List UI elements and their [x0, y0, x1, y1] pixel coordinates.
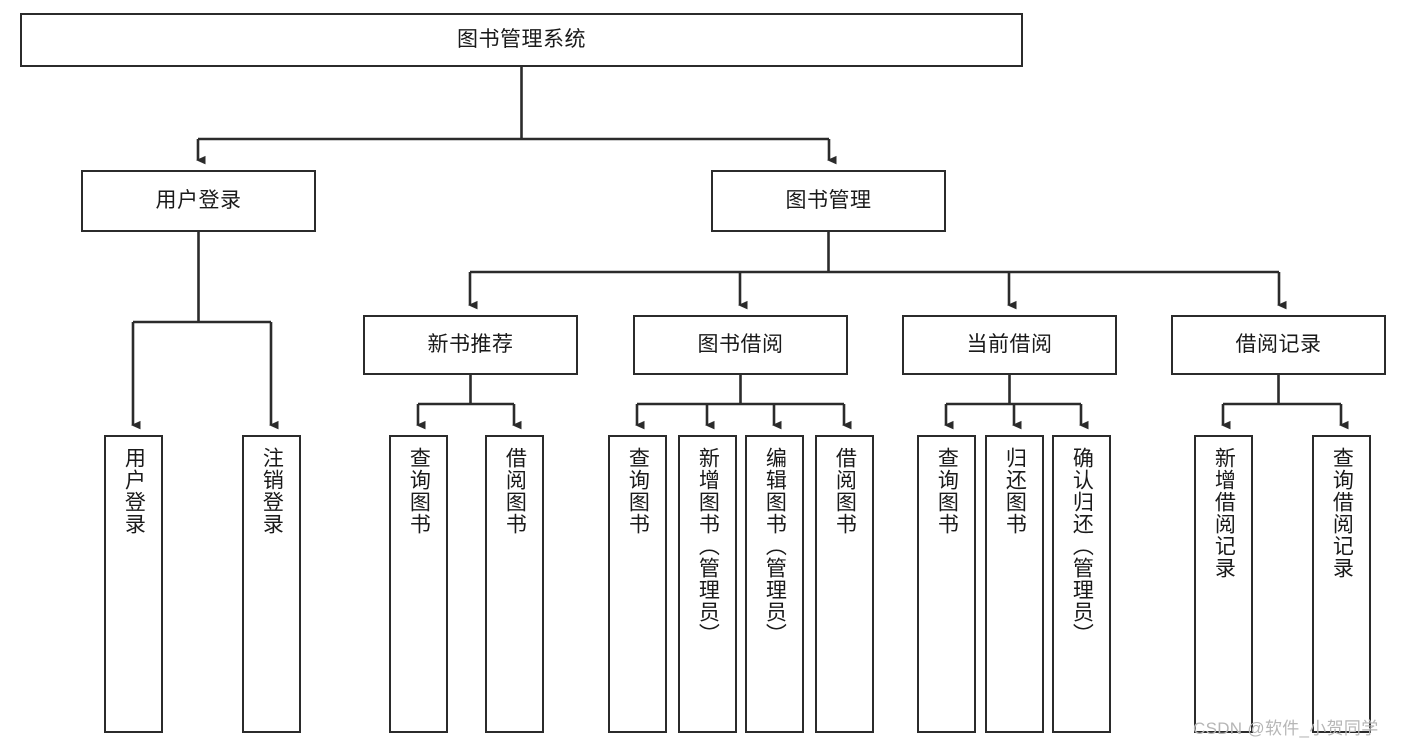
leaf-label: 新增图书（管理员）	[696, 447, 720, 645]
node-borrow-record[interactable]: 借阅记录	[1171, 315, 1386, 375]
leaf-label: 借阅图书	[833, 447, 857, 535]
leaf-current-return-book[interactable]: 归还图书	[985, 435, 1044, 733]
leaf-label: 借阅图书	[503, 447, 527, 535]
leaf-borrow-add-book-admin[interactable]: 新增图书（管理员）	[678, 435, 737, 733]
leaf-recommend-query-book[interactable]: 查询图书	[389, 435, 448, 733]
node-user-login[interactable]: 用户登录	[81, 170, 316, 232]
node-label: 用户登录	[155, 189, 242, 213]
node-label: 新书推荐	[427, 333, 514, 357]
node-label: 借阅记录	[1235, 333, 1322, 357]
leaf-label: 查询图书	[626, 447, 650, 535]
leaf-label: 编辑图书（管理员）	[763, 447, 787, 645]
node-label: 图书借阅	[697, 333, 784, 357]
node-label: 当前借阅	[966, 333, 1053, 357]
leaf-recommend-borrow-book[interactable]: 借阅图书	[485, 435, 544, 733]
node-book-borrow[interactable]: 图书借阅	[633, 315, 848, 375]
node-label: 图书管理	[785, 189, 872, 213]
leaf-label: 新增借阅记录	[1212, 447, 1236, 579]
leaf-label: 用户登录	[122, 447, 146, 535]
node-new-book-recommend[interactable]: 新书推荐	[363, 315, 578, 375]
leaf-current-confirm-return-admin[interactable]: 确认归还（管理员）	[1052, 435, 1111, 733]
leaf-record-add-borrow-record[interactable]: 新增借阅记录	[1194, 435, 1253, 733]
leaf-logout-login[interactable]: 注销登录	[242, 435, 301, 733]
leaf-user-login[interactable]: 用户登录	[104, 435, 163, 733]
node-current-borrow[interactable]: 当前借阅	[902, 315, 1117, 375]
leaf-current-query-book[interactable]: 查询图书	[917, 435, 976, 733]
leaf-label: 查询借阅记录	[1330, 447, 1354, 579]
leaf-borrow-query-book[interactable]: 查询图书	[608, 435, 667, 733]
csdn-watermark: CSDN @软件_小贺同学	[1193, 719, 1379, 738]
leaf-label: 归还图书	[1003, 447, 1027, 535]
leaf-label: 查询图书	[407, 447, 431, 535]
leaf-borrow-edit-book-admin[interactable]: 编辑图书（管理员）	[745, 435, 804, 733]
node-root-system[interactable]: 图书管理系统	[20, 13, 1023, 67]
leaf-borrow-borrow-book[interactable]: 借阅图书	[815, 435, 874, 733]
leaf-label: 确认归还（管理员）	[1070, 447, 1094, 645]
leaf-label: 注销登录	[260, 447, 284, 535]
leaf-label: 查询图书	[935, 447, 959, 535]
node-label: 图书管理系统	[457, 28, 586, 52]
node-book-management[interactable]: 图书管理	[711, 170, 946, 232]
leaf-record-query-borrow-record[interactable]: 查询借阅记录	[1312, 435, 1371, 733]
